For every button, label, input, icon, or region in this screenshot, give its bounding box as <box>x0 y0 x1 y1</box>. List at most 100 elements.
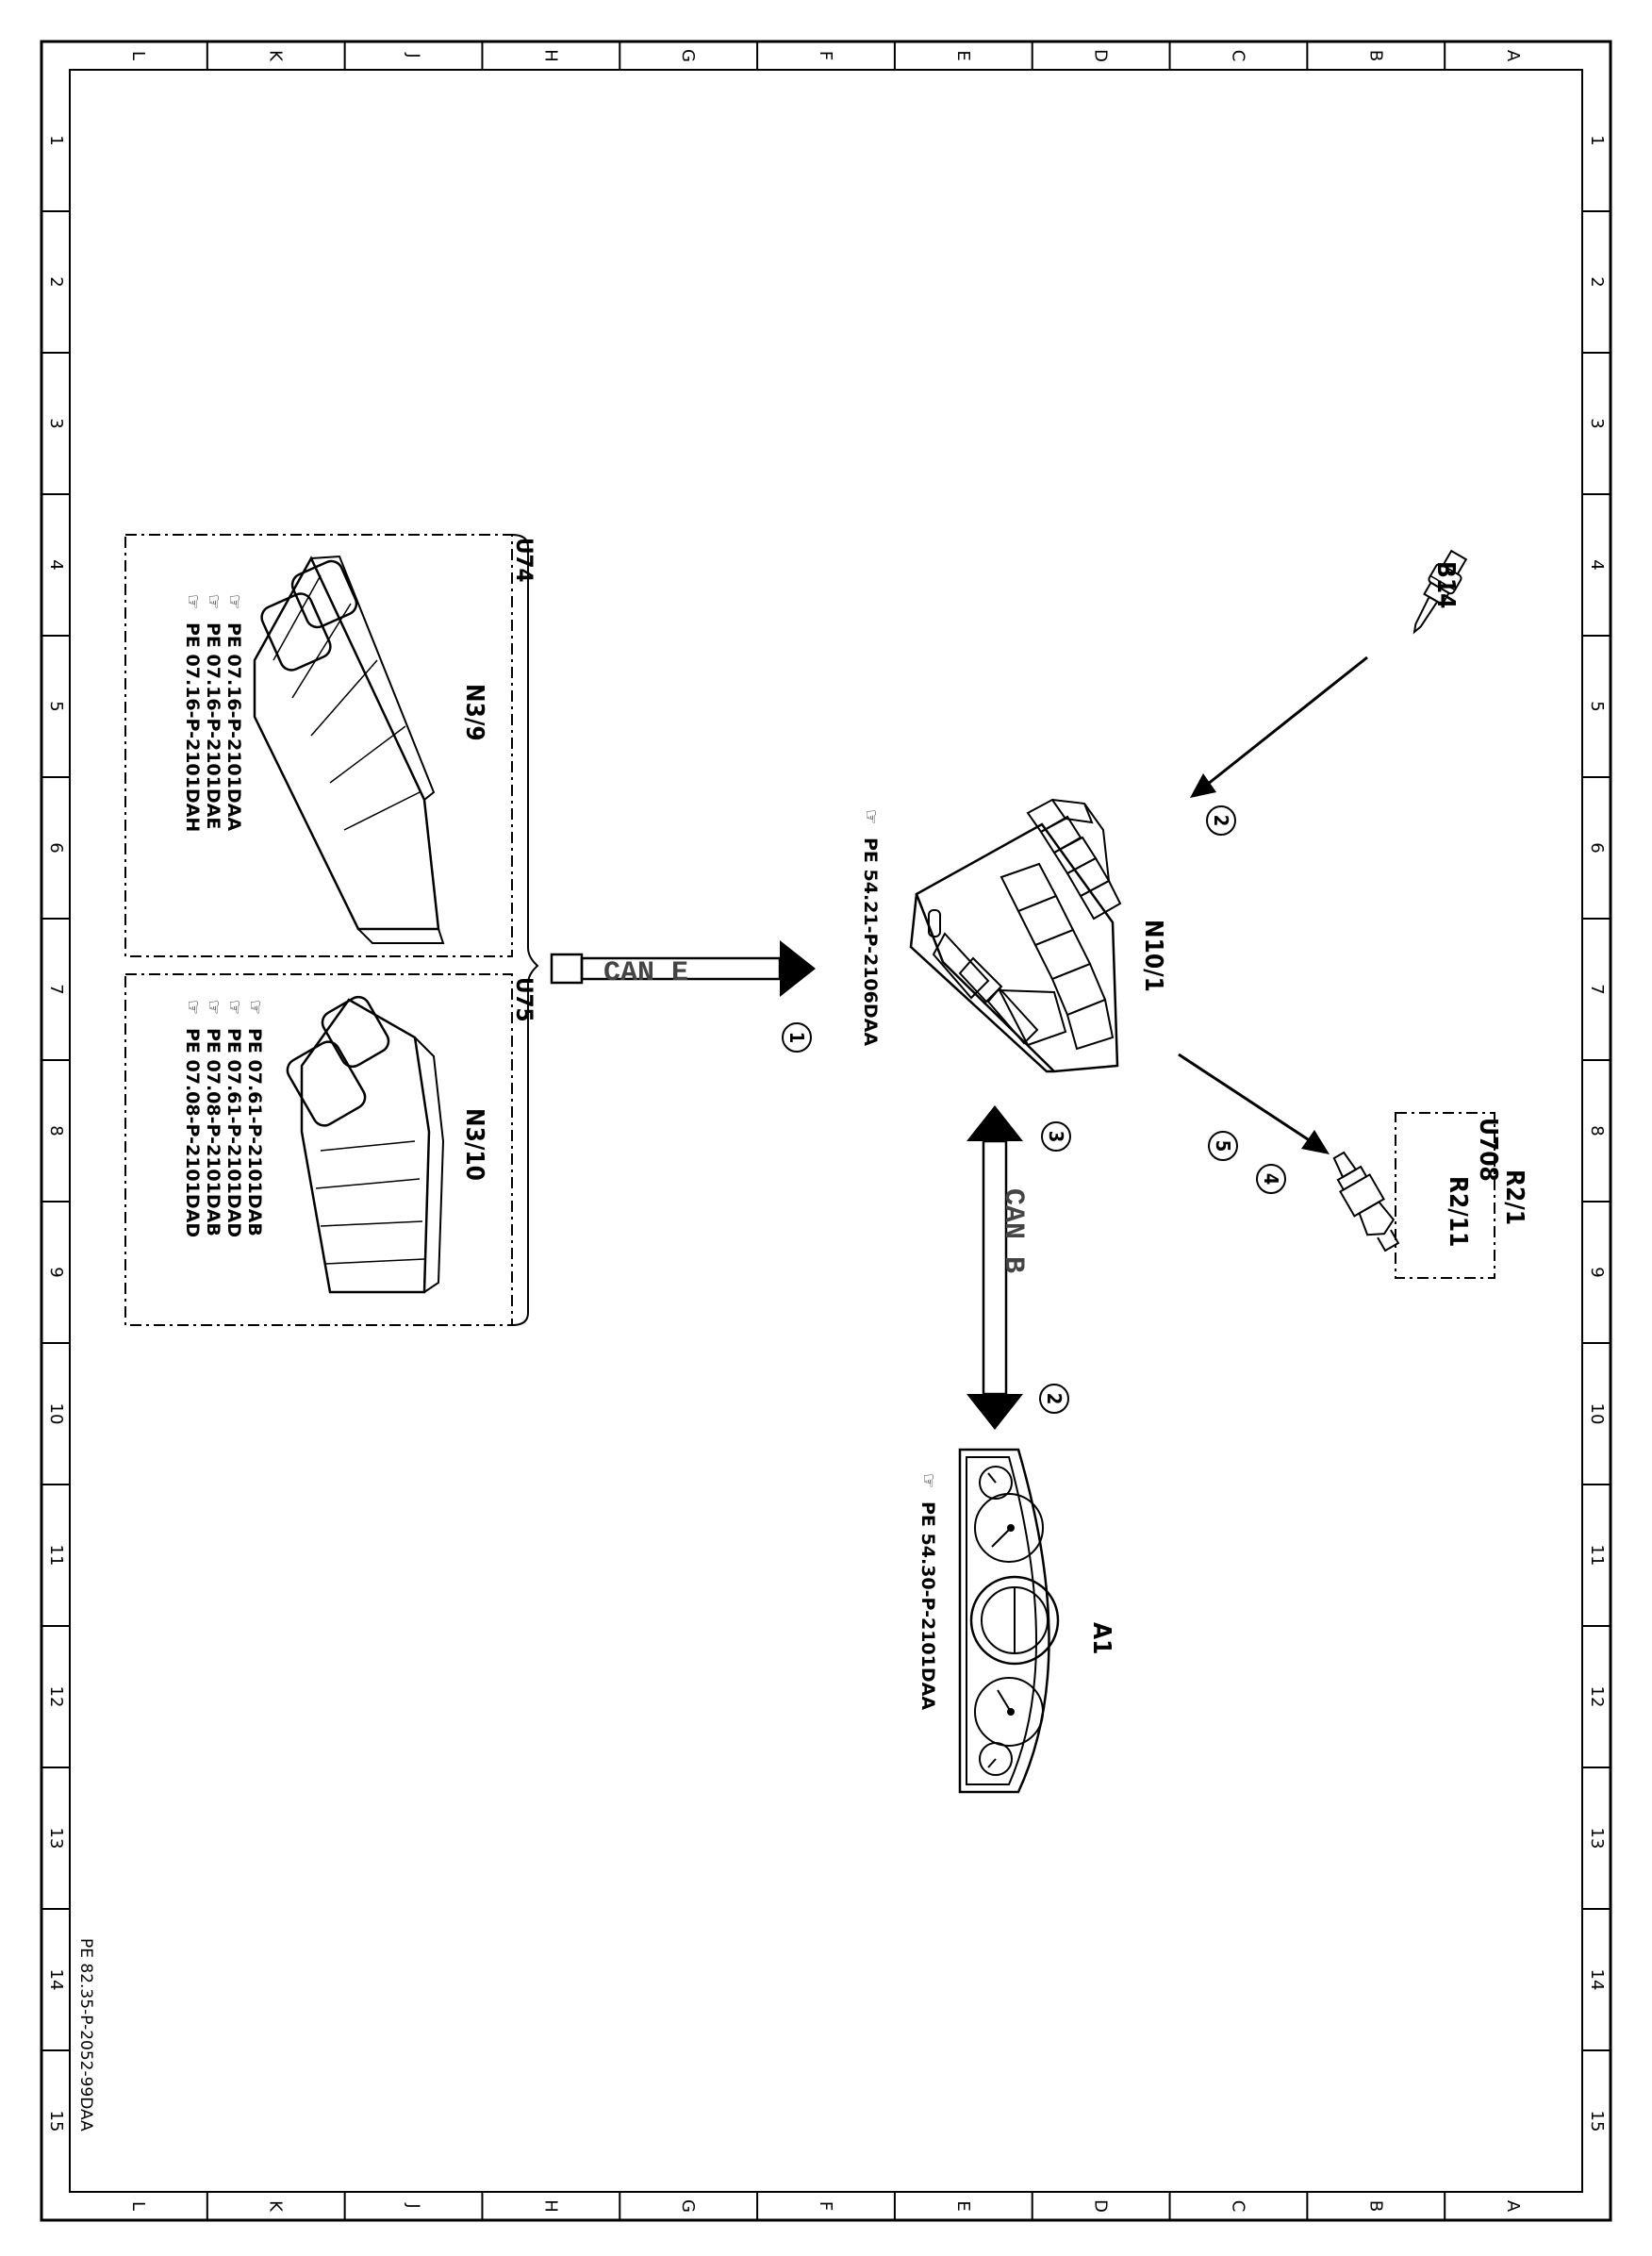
u75-refs: ☞PE 07.61-P-2101DAB ☞PE 07.61-P-2101DAD … <box>182 1000 267 1237</box>
grid-row-label: 11 <box>46 1545 66 1567</box>
can-b-bus: CAN B <box>966 1105 1029 1430</box>
svg-text:☞: ☞ <box>182 594 205 609</box>
outer-border <box>40 40 1612 2222</box>
can-e-label: CAN E <box>603 957 688 989</box>
callout-2-b14: 2 <box>1206 805 1236 836</box>
grid-column-label: B <box>1365 50 1385 61</box>
svg-text:4: 4 <box>1260 1173 1282 1186</box>
grid-row-label: 13 <box>1587 1828 1607 1850</box>
grid-row-label: 8 <box>46 1125 66 1136</box>
grid-row-label: 15 <box>1587 2111 1607 2132</box>
grid-row-label: 2 <box>1587 276 1607 287</box>
grid-row-label: 14 <box>1587 1969 1607 1991</box>
a1-label: A1 <box>1087 1622 1115 1654</box>
svg-text:5: 5 <box>1212 1140 1234 1153</box>
grid-row-label: 8 <box>1587 1125 1607 1136</box>
b14-label: B14 <box>1431 561 1460 608</box>
can-e-bus: CAN E <box>550 940 816 997</box>
grid-column-label: H <box>540 49 560 62</box>
grid-column-label: E <box>953 50 973 60</box>
grid-column-label: H <box>540 2199 560 2213</box>
signal-arrow-r2-1 <box>1178 1053 1330 1154</box>
grid-row-label: 5 <box>46 701 66 711</box>
grid-column-label: C <box>1228 2200 1247 2213</box>
grid-row-label: 15 <box>46 2111 66 2132</box>
grid-row-label: 5 <box>1587 701 1607 711</box>
svg-text:☞: ☞ <box>244 1000 267 1015</box>
r2-1-sensor-icon <box>1332 1151 1400 1252</box>
grid-row-label: 10 <box>1587 1403 1607 1425</box>
svg-text:2: 2 <box>1210 815 1232 827</box>
engine-control-variants <box>124 534 539 1326</box>
grid-column-label: A <box>1503 50 1523 62</box>
grid-row-label: 14 <box>46 1969 66 1991</box>
grid-column-label: F <box>816 2201 835 2211</box>
grid-row-label: 11 <box>1587 1545 1607 1567</box>
svg-text:PE 07.16-P-2101DAA: PE 07.16-P-2101DAA <box>223 622 244 831</box>
n10-1-ref: ☞ PE 54.21-P-2106DAA <box>860 809 883 1046</box>
n3-9-engine-control-unit-icon <box>253 555 445 944</box>
can-b-label: CAN B <box>997 1188 1029 1273</box>
grid-row-label: 7 <box>46 984 66 994</box>
grid-column-label: K <box>266 2200 286 2213</box>
u75-label: U75 <box>511 977 537 1022</box>
a1-ref: ☞ PE 54.30-P-2101DAA <box>917 1473 940 1710</box>
u708-label: U708 <box>1474 1118 1502 1182</box>
callout-3: 3 <box>1041 1121 1071 1152</box>
svg-text:☞: ☞ <box>203 594 225 609</box>
pointing-hand-icon: ☞ <box>917 1473 940 1488</box>
grid-column-label: D <box>1091 49 1111 62</box>
u74-label: U74 <box>511 538 537 583</box>
grid-column-label: L <box>128 2201 148 2211</box>
grid-column-label: J <box>404 2202 423 2208</box>
grid-column-label: J <box>404 52 423 58</box>
svg-text:☞: ☞ <box>182 1000 205 1015</box>
grid-row-label: 1 <box>1587 135 1607 145</box>
grid-column-label: C <box>1228 50 1247 62</box>
svg-text:PE 07.61-P-2101DAD: PE 07.61-P-2101DAD <box>223 1028 244 1237</box>
grid-row-label: 12 <box>1587 1686 1607 1708</box>
r2-11-label: R2/11 <box>1444 1176 1472 1247</box>
n10-1-label: N10/1 <box>1139 920 1167 992</box>
grid-row-label: 3 <box>46 418 66 428</box>
n3-10-label: N3/10 <box>460 1108 488 1181</box>
n10-1-control-module-icon <box>909 798 1122 1073</box>
svg-text:PE 07.08-P-2101DAD: PE 07.08-P-2101DAD <box>182 1028 203 1237</box>
grid-row-label: 12 <box>46 1686 66 1708</box>
n3-9-label: N3/9 <box>460 684 488 741</box>
signal-arrow-b14 <box>1190 655 1368 798</box>
grid-column-label: G <box>678 2199 698 2213</box>
grid-column-label: L <box>128 51 148 60</box>
u74-refs: ☞PE 07.16-P-2101DAA ☞PE 07.16-P-2101DAE … <box>182 594 246 832</box>
inner-border <box>69 69 1583 2193</box>
svg-text:PE 54.30-P-2101DAA: PE 54.30-P-2101DAA <box>917 1501 938 1710</box>
svg-text:☞: ☞ <box>223 594 246 609</box>
drawing-id: PE 82.35-P-2052-99DAA <box>76 1938 95 2132</box>
svg-text:☞: ☞ <box>223 1000 246 1015</box>
callout-1: 1 <box>782 1022 812 1053</box>
grid-row-label: 1 <box>46 135 66 145</box>
svg-text:PE 07.16-P-2101DAE: PE 07.16-P-2101DAE <box>203 622 223 829</box>
svg-text:PE 07.61-P-2101DAB: PE 07.61-P-2101DAB <box>244 1028 265 1236</box>
grid-column-label: B <box>1365 2200 1385 2212</box>
grid-row-label: 13 <box>46 1828 66 1850</box>
b14-temperature-sensor-icon <box>1412 549 1468 635</box>
grid-row-label: 9 <box>46 1267 66 1277</box>
grid-column-label: A <box>1503 2200 1523 2213</box>
callout-4: 4 <box>1256 1164 1286 1194</box>
grid-row-label: 6 <box>1587 842 1607 853</box>
grid-row-label: 6 <box>46 842 66 853</box>
callout-2-can-b: 2 <box>1039 1384 1069 1414</box>
grid-column-label: K <box>266 50 286 62</box>
svg-text:2: 2 <box>1043 1393 1066 1405</box>
grid-row-label: 10 <box>46 1403 66 1425</box>
svg-text:PE 07.08-P-2101DAB: PE 07.08-P-2101DAB <box>203 1028 223 1236</box>
callout-5: 5 <box>1208 1131 1238 1161</box>
grid-column-label: F <box>816 51 835 60</box>
r2-1-label: R2/1 <box>1500 1169 1528 1225</box>
a1-instrument-cluster-icon <box>958 1448 1060 1794</box>
grid-marks <box>41 41 1611 2220</box>
grid-column-label: D <box>1091 2199 1111 2213</box>
grid-column-label: E <box>953 2200 973 2211</box>
